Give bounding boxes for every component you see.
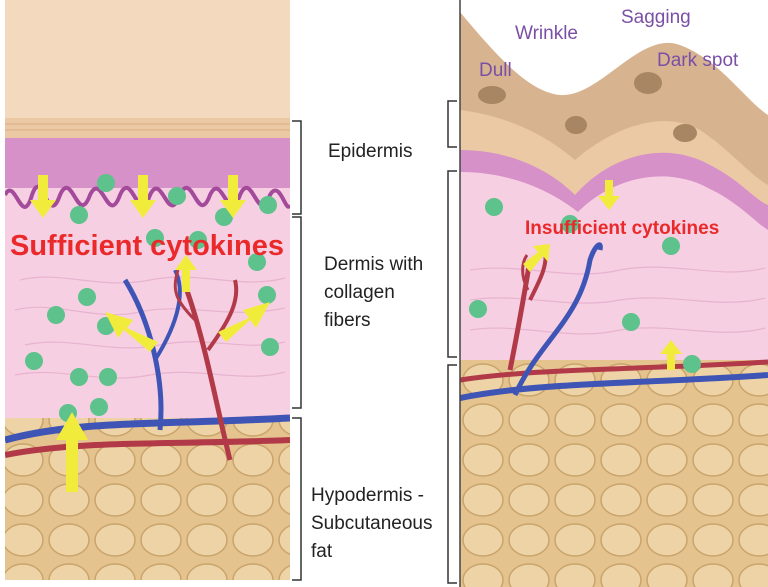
healthy-skin-panel [5,0,290,580]
sagging-label: Sagging [621,7,691,28]
hypodermis-label-line2: Subcutaneous [311,513,433,534]
hypodermis-label-line1: Hypodermis - [311,485,424,506]
epidermis-label: Epidermis [328,141,413,162]
dermis-label-line2: collagen [324,282,395,303]
aged-skin-panel [460,0,768,587]
cytokine-arrows-left [30,175,270,492]
dermis-label-line3: fibers [324,310,371,331]
wrinkle-label: Wrinkle [515,23,578,44]
cytokine-dots-right [469,198,701,373]
insufficient-cytokines-caption: Insufficient cytokines [525,218,720,239]
dermis-label-line1: Dermis with [324,254,424,275]
layer-brackets [292,100,457,584]
skin-surface [5,0,290,120]
dermis-layer [5,188,290,418]
cytokine-arrows-right [523,180,682,370]
dark-spot-label: Dark spot [657,50,739,71]
sufficient-cytokines-caption: Sufficient cytokines [10,230,284,262]
hypodermis-label-line3: fat [311,541,333,562]
dull-label: Dull [479,60,512,81]
